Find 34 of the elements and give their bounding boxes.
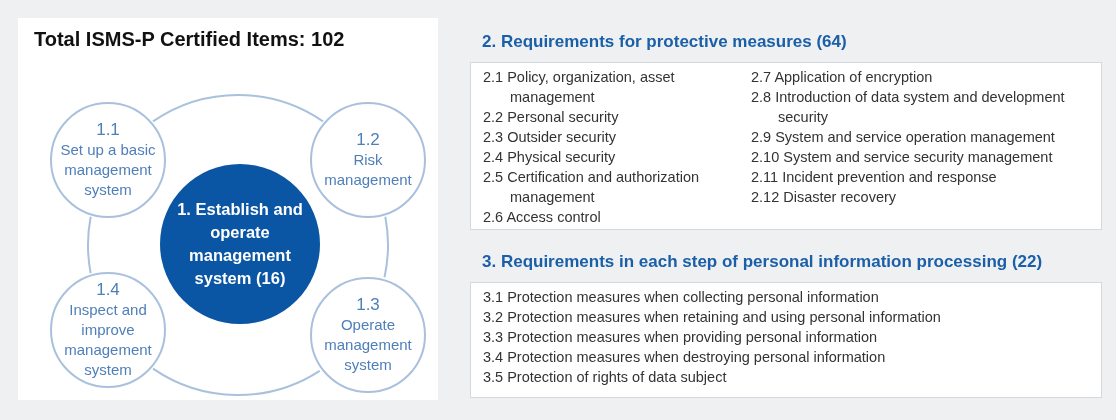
list-item: 3.1 Protection measures when collecting personal information (483, 288, 880, 307)
list-item: 3.5 Protection of rights of data subject (483, 368, 728, 387)
list-item: 2.11 Incident prevention and response (751, 168, 998, 187)
list-item: 2.12 Disaster recovery (751, 188, 898, 207)
step-number: 1.3 (356, 295, 380, 315)
section-heading: 2. Requirements for protective measures (64) (482, 32, 847, 52)
list-item: 2.10 System and service security management (751, 148, 1054, 167)
list-item: 2.6 Access control (483, 208, 602, 227)
list-item: 2.8 Introduction of data system and development security (751, 88, 1066, 127)
circle-label: Risk management (323, 150, 413, 190)
list-item: 2.4 Physical security (483, 148, 617, 167)
panel (18, 18, 438, 400)
circle-label: 1. Establish and operate management system (16) (176, 199, 304, 289)
step-number: 1.4 (96, 280, 120, 300)
list-item: 3.4 Protection measures when destroying personal information (483, 348, 887, 367)
ring-arc (152, 367, 321, 396)
ring-arc (152, 94, 324, 123)
list-item: 2.2 Personal security (483, 108, 620, 127)
panel-title: Total ISMS-P Certified Items: 102 (34, 28, 345, 51)
circle-label: Inspect and improve management system (63, 300, 153, 380)
circle-label: Operate management system (323, 315, 413, 375)
section-heading: 3. Requirements in each step of personal information processing (22) (482, 252, 1043, 272)
step-number: 1.1 (96, 120, 120, 140)
list-item: 2.3 Outsider security (483, 128, 617, 147)
list-item: 3.3 Protection measures when providing personal information (483, 328, 879, 347)
list-item: 2.7 Application of encryption (751, 68, 934, 87)
circle-label: Set up a basic management system (60, 140, 156, 200)
list-item: 3.2 Protection measures when retaining and using personal information (483, 308, 942, 327)
list-item: 2.5 Certification and authorization management (483, 168, 701, 207)
ring-arc (87, 215, 92, 275)
list-item: 2.9 System and service operation management (751, 128, 1056, 147)
list-item: 2.1 Policy, organization, asset management (483, 68, 676, 107)
step-number: 1.2 (356, 130, 380, 150)
ring-arc (383, 215, 389, 279)
